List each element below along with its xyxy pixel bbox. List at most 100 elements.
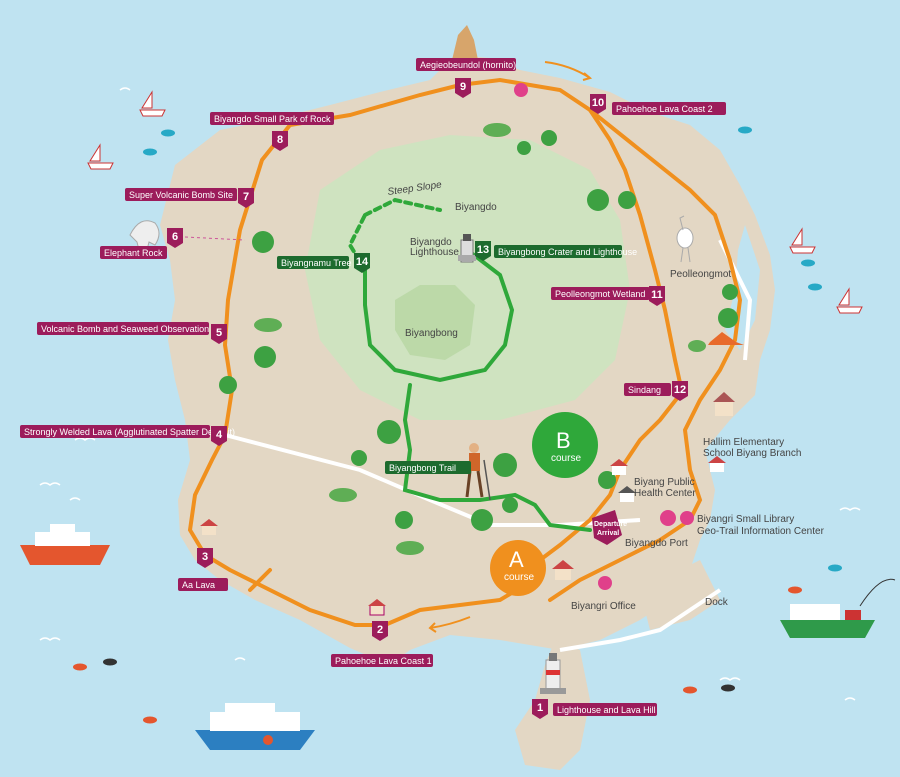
port-label: Biyangdo Port	[625, 538, 688, 549]
stop-markers: Lighthouse and Lava Hill 1 Pahoehoe Lava C…	[20, 58, 726, 719]
stop-marker-pin	[475, 241, 491, 261]
south-lighthouse-icon	[540, 653, 566, 694]
stop-label: Super Volcanic Bomb Site	[129, 190, 233, 200]
stop-label-bg	[416, 58, 516, 71]
peolleongmot-label: Peolleongmot	[670, 269, 731, 280]
health-label-1: Biyang Public	[634, 477, 695, 488]
stop-label: Strongly Welded Lava (Agglutinated Spatt…	[24, 427, 235, 437]
egret-icon	[676, 215, 694, 263]
houses	[200, 332, 744, 616]
stop-label-bg	[20, 425, 210, 438]
departure-marker: Departure Arrival	[592, 510, 627, 545]
lighthouse-label-1: Biyangdo	[410, 237, 452, 248]
ferry-bottom	[195, 703, 315, 750]
stop-7: Super Volcanic Bomb Site 7	[125, 188, 254, 208]
stop-2: Pahoehoe Lava Coast 1 2	[331, 621, 433, 667]
stop-number: 5	[216, 327, 222, 339]
stop-label-bg	[100, 246, 167, 259]
peak-name: Biyangbong	[405, 328, 458, 339]
ferry-left	[20, 524, 110, 565]
elephant-rock-icon	[129, 220, 160, 251]
stop-label-bg	[553, 703, 657, 716]
stop-marker-pin	[238, 188, 254, 208]
dock-label: Dock	[705, 597, 729, 608]
stop-label-bg	[551, 287, 650, 300]
stop-label-bg	[331, 654, 433, 667]
direction-arrows	[428, 61, 593, 633]
stop-label: Peolleongmot Wetland	[555, 289, 645, 299]
stop-marker-pin	[372, 621, 388, 641]
stop-label: Pahoehoe Lava Coast 2	[616, 104, 713, 114]
svg-text:A: A	[509, 547, 524, 572]
stop-number: 4	[216, 429, 223, 441]
trees	[219, 123, 738, 555]
stop-label: Lighthouse and Lava Hill	[557, 705, 656, 715]
southern-peninsula	[515, 640, 590, 770]
stop-number: 2	[377, 624, 383, 636]
stop-label-bg	[210, 112, 334, 125]
trail-label: Biyangbong Trail	[389, 463, 456, 473]
stop-label: Volcanic Bomb and Seaweed Observation Si…	[41, 324, 227, 334]
stop-marker-pin	[649, 286, 665, 306]
stop-label: Aegieobeundol (hornito)	[420, 60, 516, 70]
stop-marker-pin	[211, 324, 227, 344]
course-b-badge: B course	[532, 412, 598, 478]
stop-label: Biyangbong Crater and Lighthouse	[498, 247, 637, 257]
stop-label-bg	[612, 102, 726, 115]
crater-area	[305, 135, 630, 420]
boats	[20, 90, 896, 750]
stop-number: 10	[592, 97, 604, 109]
stop-11: Peolleongmot Wetland 11	[551, 286, 665, 306]
course-b-route	[347, 197, 592, 532]
hornito-rock	[452, 25, 478, 60]
inner-crater	[395, 285, 475, 360]
stop-label-bg	[624, 383, 671, 396]
stop-marker-pin	[272, 131, 288, 151]
stop-label: Pahoehoe Lava Coast 1	[335, 656, 432, 666]
dock-land	[640, 560, 720, 630]
stop-marker-pin	[455, 78, 471, 98]
fishing-boat-right	[780, 578, 896, 638]
svg-text:course: course	[551, 453, 581, 464]
library-label-1: Biyangri Small Library	[697, 514, 794, 525]
island-name: Biyangdo	[455, 202, 497, 213]
stop-marker-pin	[532, 699, 548, 719]
stop-5: Volcanic Bomb and Seaweed Observation Si…	[37, 322, 227, 344]
elephant-rock-link	[184, 236, 246, 241]
stop-marker-pin	[672, 381, 688, 401]
fish	[73, 126, 842, 724]
stop-number: 8	[277, 134, 283, 146]
peak-lighthouse-icon	[458, 234, 476, 263]
hiker-icon	[465, 443, 491, 501]
stop-label-bg	[178, 578, 228, 591]
wave-marks	[39, 87, 861, 701]
school-label-1: Hallim Elementary	[703, 437, 784, 448]
stop-label: Aa Lava	[182, 580, 215, 590]
stop-number: 7	[243, 191, 249, 203]
svg-text:Arrival: Arrival	[597, 530, 619, 537]
course-a-badge: A course	[490, 540, 546, 596]
stop-number: 9	[460, 81, 466, 93]
stop-number: 11	[651, 289, 663, 301]
stop-label: Elephant Rock	[104, 248, 163, 258]
svg-text:B: B	[556, 428, 571, 453]
office-label: Biyangri Office	[571, 601, 636, 612]
library-label-2: Geo-Trail Information Center	[697, 526, 825, 537]
stop-label-bg	[494, 245, 622, 258]
stop-number: 14	[356, 256, 369, 268]
restroom-icons	[514, 83, 694, 590]
trail-label-bg	[385, 461, 471, 474]
school-label-2: School Biyang Branch	[703, 448, 801, 459]
stop-10: Pahoehoe Lava Coast 2 10	[590, 94, 726, 115]
stop-marker-pin	[590, 94, 606, 114]
stop-number: 1	[537, 702, 543, 714]
stop-1: Lighthouse and Lava Hill 1	[532, 699, 657, 719]
health-label-2: Health Center	[634, 488, 696, 499]
